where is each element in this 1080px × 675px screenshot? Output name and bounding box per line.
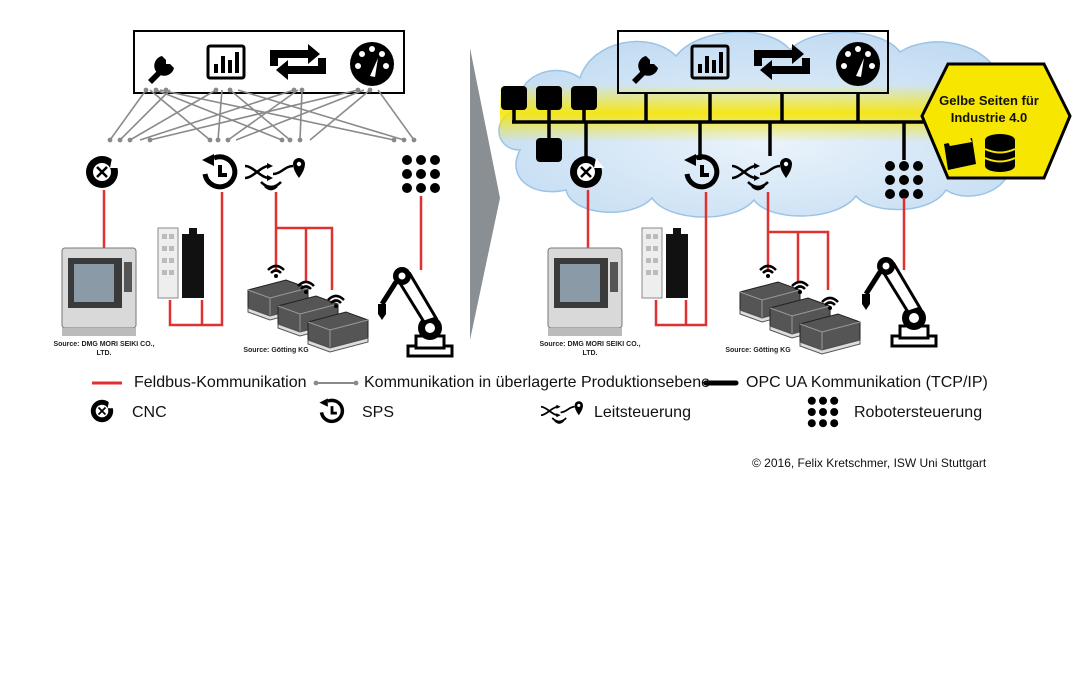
robot-controller-icon [807, 396, 839, 428]
legend-graphics [89, 380, 839, 428]
overlay-communication-lines [109, 89, 415, 141]
gauge-icon [836, 42, 880, 86]
sps-icon [202, 154, 235, 187]
legend-opcua: OPC UA Kommunikation (TCP/IP) [746, 374, 988, 392]
legend-leitsteuerung-label: Leitsteuerung [594, 404, 691, 421]
robot-arm-image [862, 257, 936, 346]
plc-hardware-image [641, 227, 689, 299]
gelbe-seiten-title: Gelbe Seiten für Industrie 4.0 [939, 93, 1039, 125]
legend-leitsteuerung: Leitsteuerung [594, 404, 691, 422]
legend-opcua-label: OPC UA Kommunikation (TCP/IP) [746, 374, 988, 391]
network-nodes [501, 86, 597, 162]
legend-sps-label: SPS [362, 404, 395, 421]
fieldbus-lines-left [102, 190, 423, 327]
sps-icon [317, 396, 345, 424]
source-caption-goetting-right: Source: Götting KG [725, 347, 791, 354]
left-architecture [61, 30, 452, 356]
source-caption-dmg-left: Source: DMG MORI SEIKI CO., LTD. [53, 341, 155, 357]
plc-hardware-image [157, 227, 205, 299]
leitsteuerung-icon [540, 400, 584, 424]
legend-ueberlagert: Kommunikation in überlagerte Produktions… [364, 374, 710, 392]
legend-feldbus: Feldbus-Kommunikation [134, 374, 307, 392]
robot-controller-icon [402, 155, 440, 193]
cnc-icon [89, 398, 116, 424]
right-architecture [498, 30, 1072, 355]
cnc-machine-image [61, 247, 137, 337]
cnc-machine-image [547, 247, 623, 337]
gauge-icon [350, 42, 394, 86]
robot-arm-image [378, 267, 452, 356]
services-box-right [617, 30, 889, 94]
source-caption-goetting-left: Source: Götting KG [243, 347, 309, 354]
legend-feldbus-label: Feldbus-Kommunikation [134, 374, 307, 391]
database-icon [984, 134, 1016, 172]
legend-robotersteuerung: Robotersteuerung [854, 404, 982, 422]
legend-ueberlagert-label: Kommunikation in überlagerte Produktions… [364, 374, 710, 391]
book-icon [944, 138, 976, 170]
overlay-endpoints [107, 87, 417, 143]
legend-robotersteuerung-label: Robotersteuerung [854, 404, 983, 421]
leitsteuerung-icon [243, 156, 307, 191]
legend-sps: SPS [362, 404, 394, 422]
copyright-notice: © 2016, Felix Kretschmer, ISW Uni Stuttg… [752, 456, 987, 470]
robot-controller-icon [885, 161, 923, 199]
transition-arrow [470, 48, 500, 340]
legend-cnc-label: CNC [132, 404, 167, 421]
source-caption-dmg-right: Source: DMG MORI SEIKI CO., LTD. [539, 341, 641, 357]
fieldbus-lines-right [586, 190, 906, 327]
cnc-icon [84, 154, 122, 190]
legend-cnc: CNC [132, 404, 167, 422]
